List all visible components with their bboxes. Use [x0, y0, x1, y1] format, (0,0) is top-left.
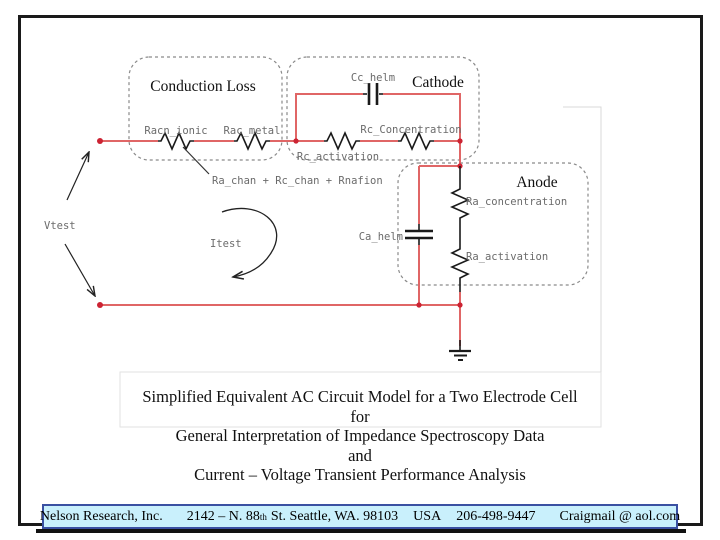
components	[158, 93, 470, 350]
figure-caption: Simplified Equivalent AC Circuit Model f…	[30, 387, 690, 485]
label-rac-metal: Rac_metal	[224, 125, 281, 137]
label-rc-activation: Rc_activation	[297, 151, 379, 163]
junction-anode-bottom-right	[457, 302, 463, 308]
resistor-ra-concentration	[450, 186, 470, 220]
label-ra-activation: Ra_activation	[466, 251, 548, 263]
footer-address-street: St. Seattle, WA. 98103	[270, 508, 399, 524]
caption-textbox-outline	[119, 371, 602, 428]
caption-line-2: for	[350, 406, 370, 426]
footer-address-number: 2142 – N. 88	[186, 508, 260, 524]
caption-line-3: General Interpretation of Impedance Spec…	[175, 426, 545, 445]
caption-line-5: Current – Voltage Transient Performance …	[194, 465, 526, 484]
anode-box	[397, 162, 589, 286]
footer-shadow	[36, 529, 686, 533]
label-ra-concentration: Ra_concentration	[466, 196, 567, 208]
footer-company: Nelson Research, Inc.	[39, 508, 163, 524]
itest-current-loop-arrow	[221, 207, 278, 277]
label-ca-helm: Ca_helm	[359, 231, 403, 243]
label-vtest: Vtest	[44, 220, 76, 232]
terminal-top	[97, 138, 103, 144]
vtest-arrow-bottom	[64, 243, 95, 296]
footer-email: Craigmail @ aol.com	[559, 508, 681, 524]
junction-cathode-right	[457, 138, 463, 144]
resistor-ra-activation	[450, 246, 470, 280]
conduction-loss-box	[128, 56, 283, 161]
label-racn-ionic: Racn_ionic	[144, 125, 207, 137]
caption-line-1: Simplified Equivalent AC Circuit Model f…	[142, 387, 578, 406]
conduction-loss-title: Conduction Loss	[150, 78, 256, 95]
label-itest: Itest	[210, 238, 242, 250]
junction-dots	[97, 138, 463, 308]
chan-note-pointer-line	[182, 146, 210, 175]
resistor-rc-concentration	[398, 131, 434, 151]
resistor-racn-ionic	[158, 131, 194, 151]
terminal-bottom	[97, 302, 103, 308]
label-chan-note: Ra_chan + Rc_chan + Rnafion	[212, 175, 383, 187]
wire-cc-helm-right	[383, 93, 461, 141]
cathode-title: Cathode	[412, 74, 464, 91]
footer-phone: 206-498-9447	[456, 508, 536, 524]
label-cc-helm: Cc_helm	[351, 72, 395, 84]
anode-title: Anode	[516, 174, 557, 191]
label-rc-concentration: Rc_Concentration	[360, 124, 461, 136]
footer-bar: Nelson Research, Inc. 2142 – N. 88 th St…	[39, 504, 681, 529]
junction-anode-bottom-left	[416, 302, 422, 308]
resistor-rac-metal	[234, 131, 270, 151]
resistor-rc-activation	[324, 131, 360, 151]
footer-country: USA	[413, 508, 442, 524]
caption-line-4: and	[348, 445, 372, 465]
ground-symbol	[449, 349, 471, 361]
figure-bounding-outline	[563, 106, 602, 372]
cathode-box	[286, 56, 480, 161]
circuit-wires	[100, 93, 461, 346]
wire-cc-helm-left	[295, 93, 363, 141]
vtest-arrow-top	[66, 152, 89, 201]
junction-cathode-left	[293, 138, 299, 144]
capacitor-plates	[367, 83, 433, 240]
